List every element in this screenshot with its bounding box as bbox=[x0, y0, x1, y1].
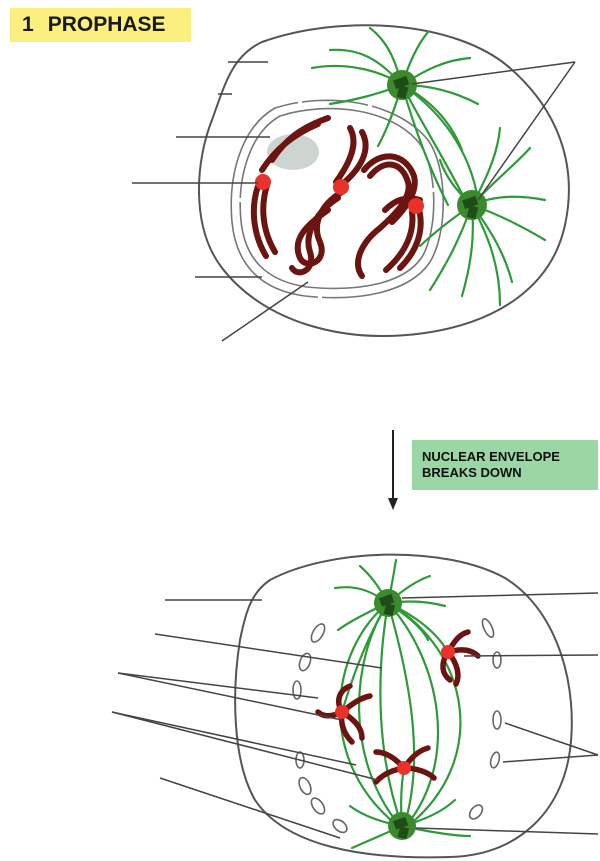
transition-line-1: NUCLEAR ENVELOPE bbox=[422, 449, 598, 465]
bottom-leader-lines bbox=[112, 593, 598, 838]
top-plasma-membrane bbox=[199, 25, 569, 336]
bottom-plasma-membrane bbox=[235, 555, 572, 858]
stage-number: 1 bbox=[22, 13, 34, 36]
stage-name: PROPHASE bbox=[48, 13, 166, 36]
transition-label: NUCLEAR ENVELOPE BREAKS DOWN bbox=[412, 440, 598, 490]
top-cell bbox=[132, 25, 575, 341]
stage-label: 1 PROPHASE bbox=[10, 8, 191, 42]
centrosome-1 bbox=[387, 70, 417, 100]
top-aster-fibers bbox=[420, 128, 545, 305]
bottom-centrosome-bottom bbox=[388, 812, 416, 840]
bottom-cell bbox=[112, 555, 598, 858]
bottom-centrosome-top bbox=[374, 589, 402, 617]
transition-arrow bbox=[388, 430, 398, 510]
transition-line-2: BREAKS DOWN bbox=[422, 465, 598, 481]
